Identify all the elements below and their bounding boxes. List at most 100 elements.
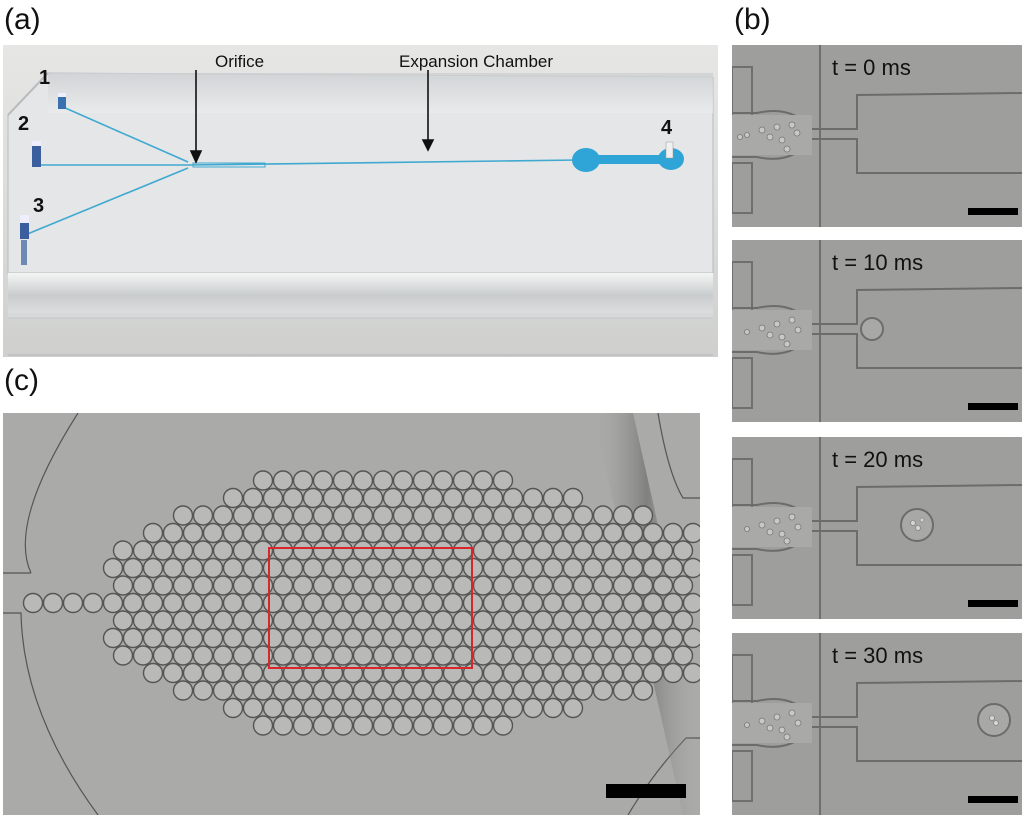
micrograph-t10 [732,240,1022,422]
droplet [432,470,454,491]
droplet [362,557,384,579]
droplet [632,540,654,561]
droplet [582,557,604,579]
droplet [432,680,454,701]
droplet [122,557,144,579]
droplet [172,610,194,631]
droplet [272,470,294,491]
droplet [542,627,564,649]
droplet [392,540,414,561]
droplet [492,505,514,526]
droplet [562,487,584,509]
droplet [422,522,444,544]
port-2-label: 2 [18,113,30,135]
droplet [372,680,394,701]
droplet [372,470,394,491]
droplet [192,505,214,526]
droplet [452,715,474,736]
droplet [182,557,204,579]
droplet [242,557,264,579]
droplet [622,557,644,579]
droplet [532,540,554,561]
droplet [592,505,614,526]
droplet [122,592,144,614]
droplet [232,505,254,526]
droplet [432,645,454,666]
droplet [242,697,264,719]
droplet [222,592,244,614]
droplet [472,715,494,736]
droplet [252,645,274,666]
droplet [202,592,224,614]
droplet [452,575,474,596]
droplet [182,592,204,614]
micrograph-t20 [732,437,1022,619]
frame-t10: t = 10 ms [732,240,1022,422]
droplet [512,505,534,526]
droplet [352,680,374,701]
droplet [382,592,404,614]
droplet [292,680,314,701]
droplet [312,715,334,736]
droplet [222,522,244,544]
droplet [562,522,584,544]
scale-bar-t0 [968,208,1018,215]
droplet [312,680,334,701]
droplet [312,610,334,631]
droplet [292,715,314,736]
droplet [582,592,604,614]
droplet [532,505,554,526]
panel-label-a: (a) [4,3,41,36]
droplet [522,522,544,544]
droplet [322,592,344,614]
droplet [552,645,574,666]
droplet [512,680,534,701]
droplet [572,645,594,666]
droplet [302,487,324,509]
droplet [272,645,294,666]
droplet [322,627,344,649]
droplet [412,470,434,491]
droplet [542,697,564,719]
droplet [282,662,304,684]
droplet [662,627,684,649]
droplet [682,662,700,684]
droplet [422,662,444,684]
droplet [632,575,654,596]
droplet [392,610,414,631]
droplet [402,522,424,544]
droplet [592,645,614,666]
port-1-label: 1 [39,67,51,89]
droplet [152,610,174,631]
droplet [352,610,374,631]
droplet [532,680,554,701]
droplet [142,627,164,649]
droplet [162,557,184,579]
droplet [342,487,364,509]
droplet [472,610,494,631]
droplet [292,505,314,526]
droplet [472,505,494,526]
droplet [462,697,484,719]
droplet [622,662,644,684]
droplet [302,627,324,649]
droplet [142,557,164,579]
droplet [372,715,394,736]
droplet [502,697,524,719]
droplet [622,592,644,614]
droplet [272,505,294,526]
droplet [452,540,474,561]
droplet [472,540,494,561]
scale-bar-c [606,784,686,798]
device-photo: Orifice Expansion Chamber 1 2 3 4 [3,45,718,357]
droplet [662,592,684,614]
droplet [542,522,564,544]
droplet [172,575,194,596]
droplet [592,540,614,561]
droplet [142,592,164,614]
droplet [142,522,164,544]
droplet [502,522,524,544]
droplet [412,680,434,701]
droplet [182,522,204,544]
droplet [192,645,214,666]
